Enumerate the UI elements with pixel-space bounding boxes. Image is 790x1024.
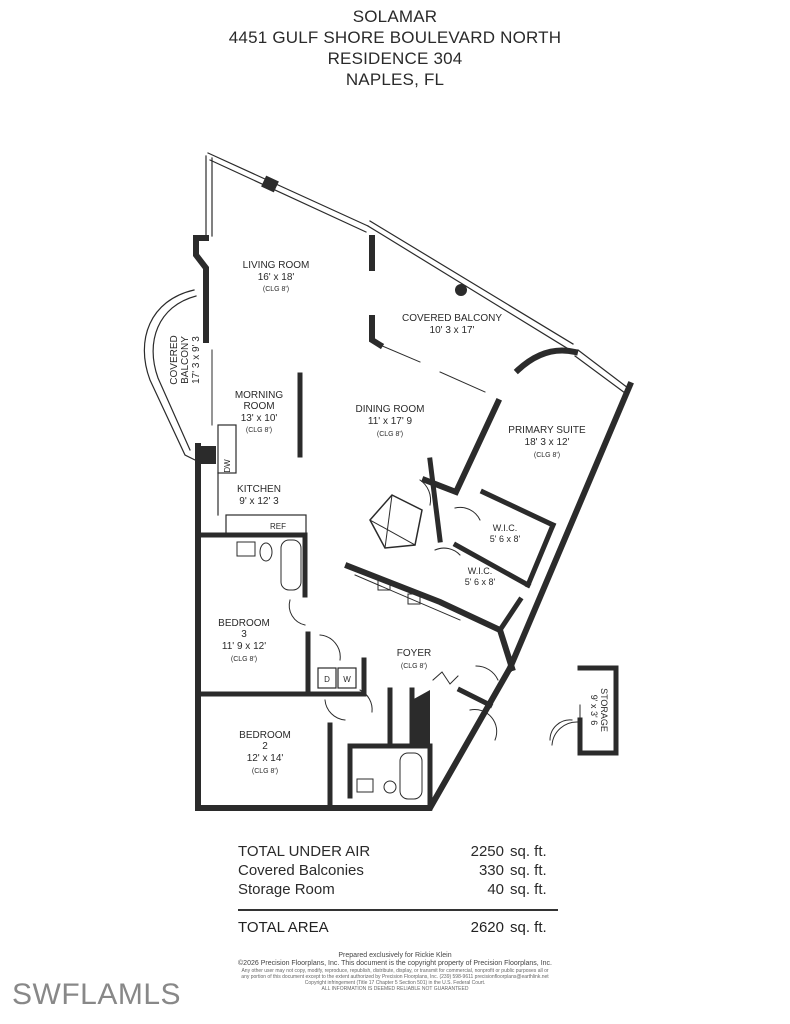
mls-watermark: SWFLAMLS: [12, 978, 182, 1011]
side-balcony-label: COVERED: [169, 335, 180, 384]
covered-balcony-label: COVERED BALCONY: [402, 313, 502, 324]
svg-text:11' 9 x 12': 11' 9 x 12': [222, 641, 266, 652]
total-divider: [238, 909, 558, 911]
storage-label: STORAGE: [599, 688, 609, 732]
svg-text:(CLG 8'): (CLG 8'): [231, 656, 257, 663]
svg-text:ROOM: ROOM: [243, 401, 274, 412]
svg-text:11' x 17' 9: 11' x 17' 9: [368, 416, 413, 427]
svg-text:16' x 18': 16' x 18': [258, 272, 295, 283]
wic-2-label: W.I.C.: [468, 566, 493, 576]
svg-text:10' 3 x 17': 10' 3 x 17': [430, 325, 475, 336]
building-address: 4451 GULF SHORE BOULEVARD NORTH: [228, 28, 562, 47]
svg-text:17' 3 x 9' 3: 17' 3 x 9' 3: [191, 336, 202, 384]
side-balcony-outline: [143, 289, 196, 461]
svg-text:D: D: [324, 675, 330, 684]
mech-chase: [412, 690, 430, 746]
foyer-label: FOYER: [397, 648, 431, 659]
door-swings: [288, 479, 573, 741]
wic-1-label: W.I.C.: [493, 523, 518, 533]
residence-number: RESIDENCE 304: [327, 49, 463, 68]
svg-text:18' 3 x 12': 18' 3 x 12': [525, 437, 570, 448]
svg-text:13' x 10': 13' x 10': [241, 413, 278, 424]
building-name: SOLAMAR: [352, 7, 438, 26]
svg-text:DW: DW: [223, 459, 232, 473]
city: NAPLES, FL: [345, 70, 445, 89]
svg-text:REF: REF: [270, 522, 286, 531]
morning-room-label: MORNING: [235, 390, 284, 401]
bedroom-2-label: BEDROOM: [239, 730, 291, 741]
storage-room: [577, 665, 619, 756]
interior-walls: [195, 372, 557, 811]
copyright-footer: Prepared exclusively for Rickie Klein ©2…: [238, 952, 552, 992]
plan-header: SOLAMAR 4451 GULF SHORE BOULEVARD NORTH …: [0, 6, 790, 90]
kitchen-label: KITCHEN: [237, 484, 281, 495]
svg-text:BALCONY: BALCONY: [180, 336, 191, 384]
svg-text:12' x 14': 12' x 14': [247, 753, 284, 764]
column: [455, 284, 467, 296]
svg-text:9' x 3' 6: 9' x 3' 6: [589, 695, 599, 725]
primary-suite-label: PRIMARY SUITE: [508, 425, 586, 436]
svg-text:(CLG 8'): (CLG 8'): [377, 431, 403, 438]
kitchen-counters: [217, 424, 307, 536]
svg-text:5' 6 x 8': 5' 6 x 8': [465, 577, 496, 587]
exterior-window-walls: [205, 152, 629, 394]
bedroom-3-label: BEDROOM: [218, 618, 270, 629]
svg-text:(CLG 8'): (CLG 8'): [534, 452, 560, 459]
floorplan-drawing: LIVING ROOM 16' x 18' (CLG 8') COVERED B…: [143, 152, 634, 811]
laundry-closet: [317, 667, 357, 689]
svg-text:(CLG 8'): (CLG 8'): [252, 768, 278, 775]
svg-text:9' x 12' 3: 9' x 12' 3: [239, 496, 279, 507]
svg-text:(CLG 8'): (CLG 8'): [263, 286, 289, 293]
svg-text:(CLG 8'): (CLG 8'): [246, 427, 272, 434]
bath-fixtures: [236, 494, 461, 800]
svg-text:3: 3: [241, 629, 247, 640]
svg-text:W: W: [343, 675, 351, 684]
living-room-label: LIVING ROOM: [243, 260, 310, 271]
svg-text:(CLG 8'): (CLG 8'): [401, 663, 427, 670]
dining-room-label: DINING ROOM: [356, 404, 425, 415]
svg-text:5' 6 x 8': 5' 6 x 8': [490, 534, 521, 544]
svg-text:2: 2: [262, 741, 268, 752]
